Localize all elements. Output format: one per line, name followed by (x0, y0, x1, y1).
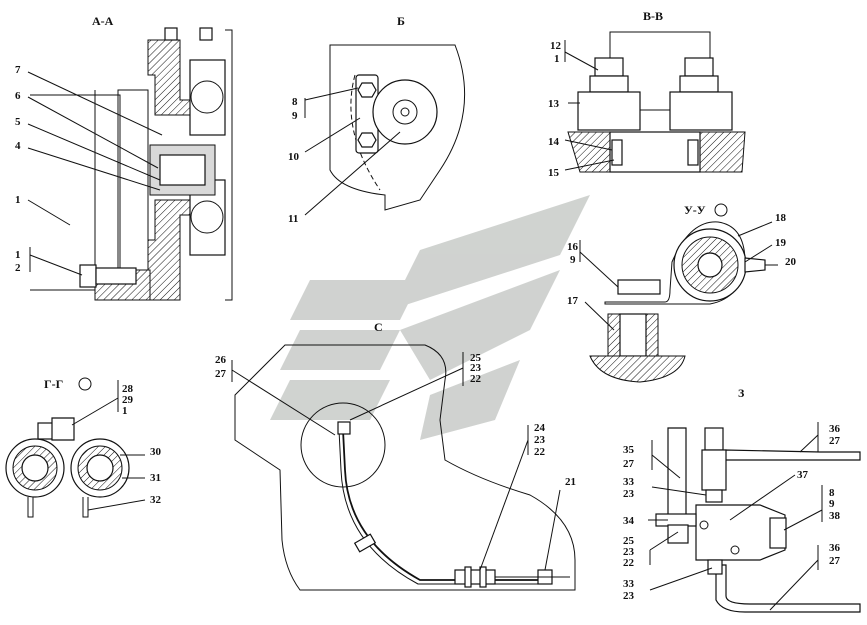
c-callout-21: 21 (565, 476, 576, 488)
view-aa-title: А-А (92, 14, 114, 28)
b-callout-8: 8 (292, 96, 298, 108)
c-callout-22b: 22 (534, 446, 546, 458)
c-callout-22: 22 (470, 373, 482, 385)
aa-callout-7: 7 (15, 64, 21, 76)
c-callout-25: 25 (470, 352, 482, 364)
gg-callout-32: 32 (150, 494, 162, 506)
watermark-logo (270, 195, 590, 440)
z-callout-23c: 23 (623, 590, 635, 602)
view-aa: А-А 7 6 5 4 1 1 2 (15, 14, 233, 301)
z-callout-9: 9 (829, 498, 835, 510)
view-z-title: З (738, 386, 744, 400)
z-callout-27: 27 (829, 435, 841, 447)
z-callout-35: 35 (623, 444, 635, 456)
uu-callout-17: 17 (567, 295, 579, 307)
c-callout-27: 27 (215, 368, 227, 380)
z-callout-8: 8 (829, 487, 835, 499)
aa-callout-1b: 1 (15, 249, 21, 261)
aa-callout-1: 1 (15, 194, 21, 206)
z-callout-34: 34 (623, 515, 635, 527)
c-callout-24: 24 (534, 422, 546, 434)
b-callout-10: 10 (288, 151, 300, 163)
gg-callout-30: 30 (150, 446, 162, 458)
uu-callout-19: 19 (775, 237, 787, 249)
gg-callout-1: 1 (122, 405, 128, 417)
view-uu: У-У 18 19 20 16 9 17 (567, 203, 797, 383)
z-callout-37: 37 (797, 469, 809, 481)
b-callout-9: 9 (292, 110, 298, 122)
b-callout-11: 11 (288, 213, 298, 225)
z-callout-27c: 27 (829, 555, 841, 567)
aa-callout-2: 2 (15, 262, 21, 274)
z-callout-38: 38 (829, 510, 841, 522)
vv-callout-12: 12 (550, 40, 562, 52)
z-callout-25: 25 (623, 535, 635, 547)
view-gg-title: Г-Г (44, 377, 63, 391)
z-callout-23: 23 (623, 488, 635, 500)
gg-callout-31: 31 (150, 472, 161, 484)
z-callout-33: 33 (623, 476, 635, 488)
aa-callout-4: 4 (15, 140, 21, 152)
aa-callout-5: 5 (15, 116, 21, 128)
z-callout-33b: 33 (623, 578, 635, 590)
z-callout-36: 36 (829, 423, 841, 435)
c-callout-23b: 23 (534, 434, 546, 446)
z-callout-36b: 36 (829, 542, 841, 554)
view-uu-title: У-У (684, 203, 706, 217)
vv-callout-15: 15 (548, 167, 560, 179)
view-c-title: С (374, 320, 383, 334)
view-b: Б 8 9 10 11 (288, 14, 466, 225)
uu-callout-16: 16 (567, 241, 579, 253)
c-callout-23: 23 (470, 362, 482, 374)
view-vv-title: В-В (643, 9, 663, 23)
vv-callout-13: 13 (548, 98, 560, 110)
uu-callout-9: 9 (570, 254, 576, 266)
z-callout-22: 22 (623, 557, 635, 569)
vv-callout-1: 1 (554, 53, 560, 65)
view-vv: В-В 12 1 13 14 15 (548, 9, 746, 179)
gg-callout-29: 29 (122, 394, 134, 406)
uu-callout-20: 20 (785, 256, 797, 268)
view-b-title: Б (397, 14, 405, 28)
view-z: З 36 27 35 27 37 33 (623, 386, 861, 613)
aa-callout-6: 6 (15, 90, 21, 102)
view-gg: Г-Г 28 29 1 30 31 32 (5, 377, 162, 518)
uu-callout-18: 18 (775, 212, 787, 224)
view-c: С 26 27 25 23 22 24 23 22 21 (215, 320, 576, 591)
vv-callout-14: 14 (548, 136, 560, 148)
z-callout-27b: 27 (623, 458, 635, 470)
gg-callout-28: 28 (122, 383, 134, 395)
z-callout-23b: 23 (623, 546, 635, 558)
c-callout-26: 26 (215, 354, 227, 366)
